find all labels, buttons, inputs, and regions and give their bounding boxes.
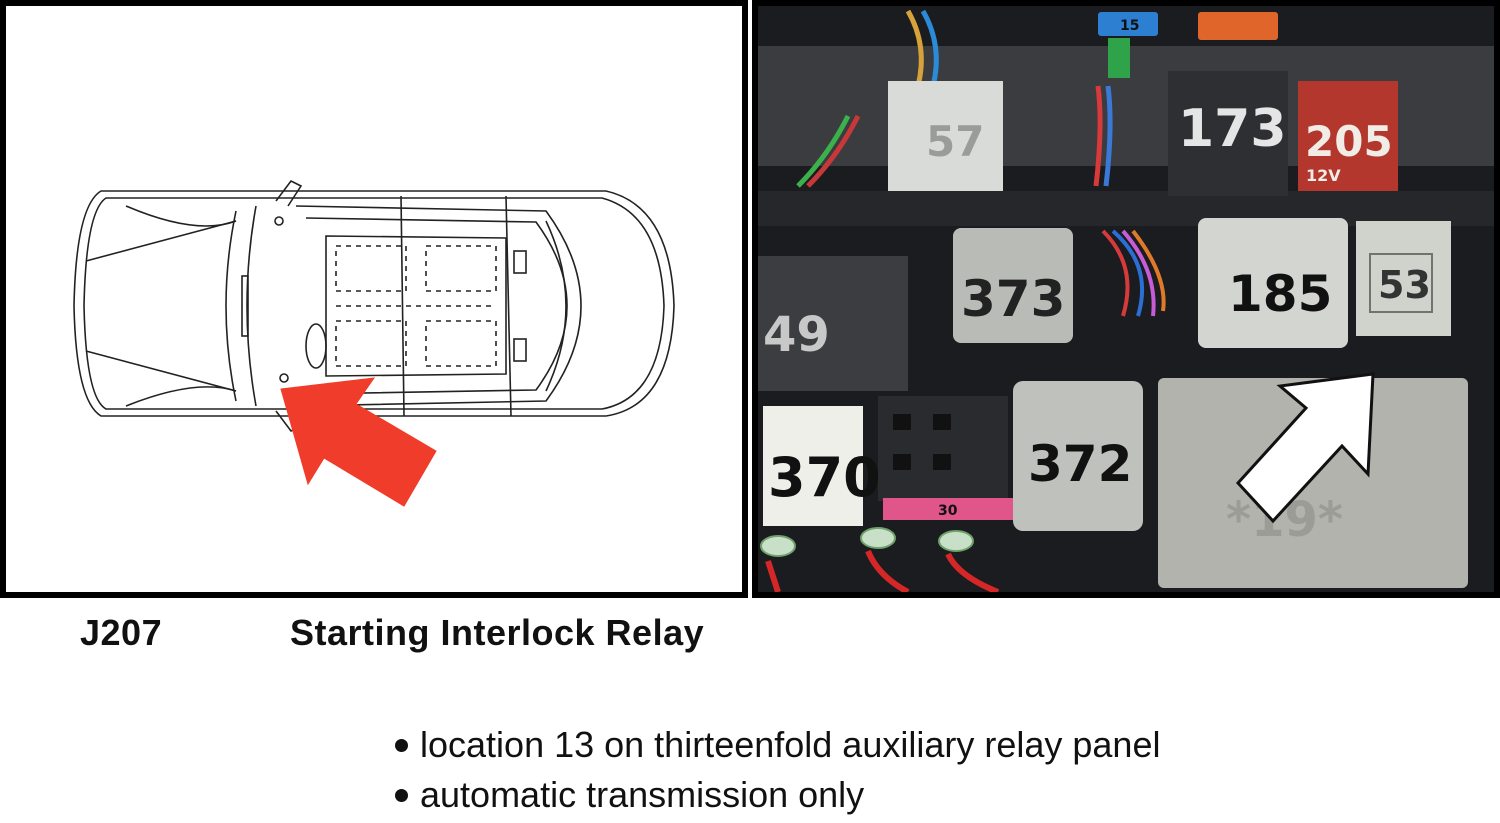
arrow-icon: [280, 377, 437, 507]
list-item: location 13 on thirteenfold auxiliary re…: [395, 720, 1160, 770]
relay-173-label: 173: [1178, 99, 1287, 159]
relay-373-label: 373: [961, 270, 1065, 328]
car-diagram-panel: [0, 0, 748, 598]
bullet-icon: [395, 738, 408, 752]
component-title: Starting Interlock Relay: [290, 612, 705, 653]
note-text: location 13 on thirteenfold auxiliary re…: [420, 724, 1161, 765]
relay-panel-illustration: 15 57 173 205 12V 49 373 185 53: [758, 6, 1494, 592]
component-code: J207: [80, 612, 163, 653]
car-top-view-drawing: [73, 179, 675, 507]
relay-185-label: 185: [1228, 265, 1332, 323]
relay-205-voltage: 12V: [1306, 166, 1341, 185]
bullet-icon: [395, 788, 408, 802]
notes-list: location 13 on thirteenfold auxiliary re…: [395, 720, 1160, 820]
fuse-30-label: 30: [938, 503, 958, 519]
note-text: automatic transmission only: [420, 774, 865, 815]
arrow-icon: [1235, 372, 1375, 524]
relay-370-label: 370: [768, 446, 881, 509]
relay-372-label: 372: [1028, 435, 1132, 493]
list-item: automatic transmission only: [395, 770, 1160, 820]
relay-205-label: 205: [1305, 117, 1393, 166]
relay-53-label: 53: [1378, 263, 1431, 307]
relay-49-label: 49: [763, 307, 830, 363]
relay-panel-photo: 15 57 173 205 12V 49 373 185 53: [752, 0, 1500, 598]
fuse-15-label: 15: [1120, 18, 1139, 34]
relay-57-label: 57: [926, 117, 984, 166]
